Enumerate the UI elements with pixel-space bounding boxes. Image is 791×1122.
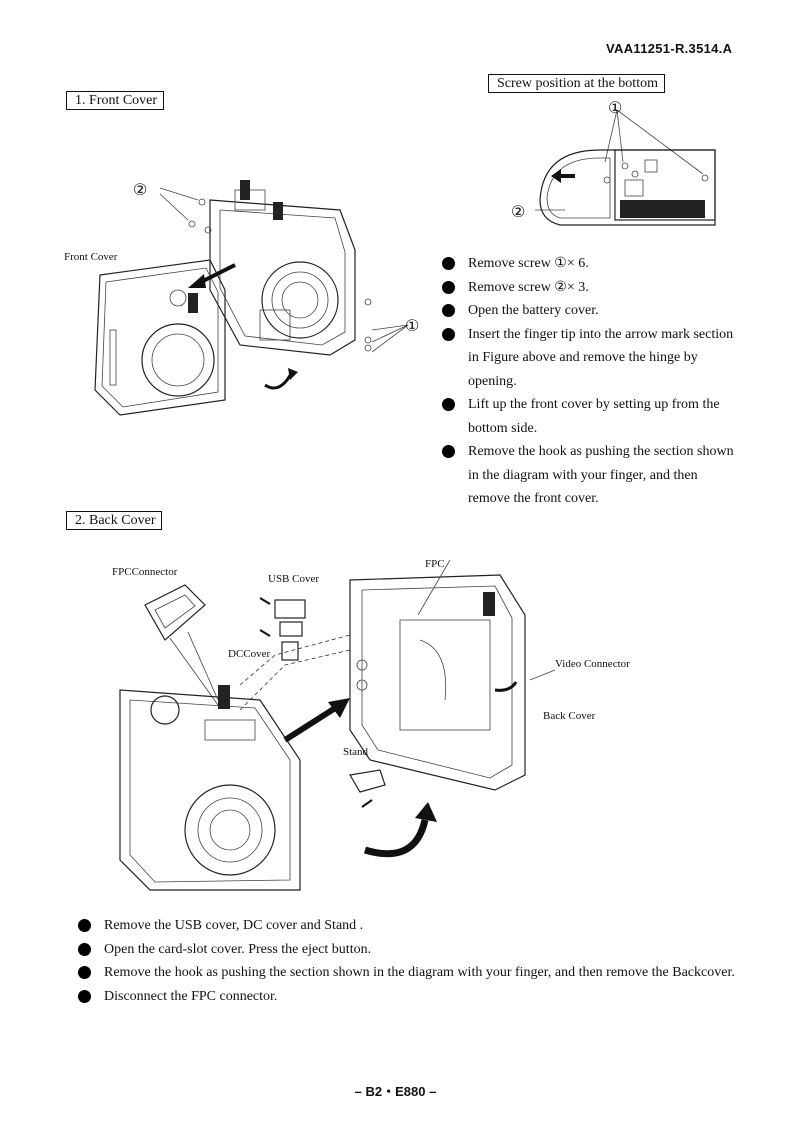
list-item: Remove the hook as pushing the section s… <box>442 440 742 511</box>
back-cover-illustration <box>119 560 556 891</box>
list-item: Remove the hook as pushing the section s… <box>78 961 746 985</box>
bullet-icon <box>78 942 91 956</box>
camera-body-drawing <box>209 180 356 356</box>
label-dc-cover: DCCover <box>228 648 271 660</box>
bullet-icon <box>78 966 91 979</box>
label-usb-cover: USB Cover <box>268 573 320 585</box>
front-cover-steps: Remove screw ①× 6. Remove screw ②× 3. Op… <box>442 252 742 511</box>
list-item: Lift up the front cover by setting up fr… <box>442 393 742 440</box>
screw-marker-1-bottom: ① <box>608 100 623 117</box>
list-item: Open the battery cover. <box>442 299 742 323</box>
list-item: Remove the USB cover, DC cover and Stand… <box>78 914 746 938</box>
back-cover-steps: Remove the USB cover, DC cover and Stand… <box>78 914 746 1008</box>
list-item: Insert the finger tip into the arrow mar… <box>442 323 742 394</box>
label-stand: Stand <box>343 746 369 758</box>
callout-title-screw-position: Screw position at the bottom <box>488 74 665 93</box>
bullet-icon <box>442 304 455 317</box>
section-title-front-cover: 1. Front Cover <box>66 91 165 110</box>
screw-marker-2-bottom: ② <box>511 204 526 221</box>
screw-marker-1: ① <box>405 318 420 335</box>
document-id: VAA11251-R.3514.A <box>606 41 733 56</box>
list-item: Disconnect the FPC connector. <box>78 985 746 1009</box>
bullet-icon <box>442 398 455 411</box>
label-front-cover: Front Cover <box>64 251 118 263</box>
front-cover-illustration <box>94 180 409 416</box>
bullet-icon <box>442 445 455 458</box>
label-fpc: FPC <box>425 558 445 570</box>
screw-marker-2: ② <box>133 182 148 199</box>
label-back-cover: Back Cover <box>543 710 596 722</box>
label-video-connector: Video Connector <box>555 658 630 670</box>
section-title-back-cover: 2. Back Cover <box>66 511 163 530</box>
bullet-icon <box>442 280 455 294</box>
bullet-icon <box>442 327 455 341</box>
list-item: Remove screw ②× 3. <box>442 276 742 300</box>
front-cover-drawing <box>94 259 226 416</box>
list-item: Open the card-slot cover. Press the ejec… <box>78 938 746 962</box>
page-footer: – B2・E880 – <box>354 1084 437 1099</box>
bullet-icon <box>442 257 455 270</box>
screw-position-bottom-illustration <box>535 110 716 226</box>
bullet-icon <box>78 989 91 1003</box>
list-item: Remove screw ①× 6. <box>442 252 742 276</box>
label-fpc-connector: FPCConnector <box>112 566 178 578</box>
bullet-icon <box>78 919 91 932</box>
